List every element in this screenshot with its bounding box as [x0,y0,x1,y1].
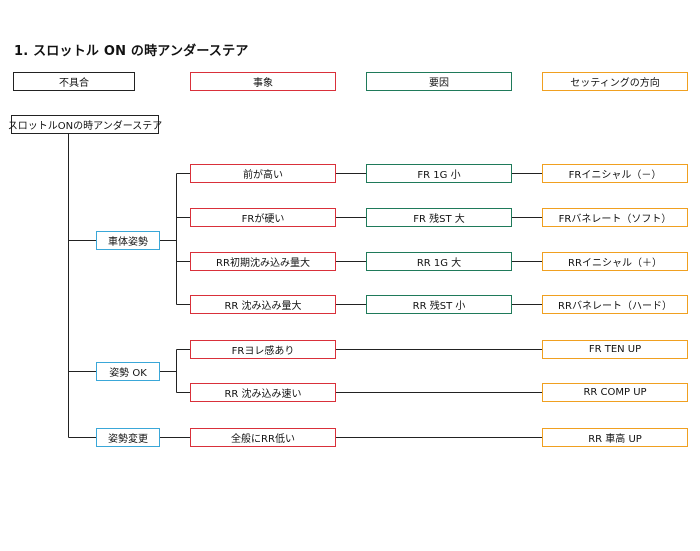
event-node: RR 沈み込み量大 [190,295,336,314]
page-title: 1. スロットル ON の時アンダーステア [14,44,249,59]
legend-fuguai: 不具合 [13,72,135,91]
group-node-shatai: 車体姿勢 [96,231,160,250]
direction-node: FRバネレート（ソフト） [542,208,688,227]
legend-hoko: セッティングの方向 [542,72,688,91]
event-node: RR初期沈み込み量大 [190,252,336,271]
event-node: FRが硬い [190,208,336,227]
direction-node: FR TEN UP [542,340,688,359]
cause-node: RR 残ST 小 [366,295,512,314]
direction-node: RRイニシャル（＋） [542,252,688,271]
event-node: 全般にRR低い [190,428,336,447]
cause-node: FR 1G 小 [366,164,512,183]
direction-node: RR COMP UP [542,383,688,402]
direction-node: RR 車高 UP [542,428,688,447]
cause-node: FR 残ST 大 [366,208,512,227]
cause-node: RR 1G 大 [366,252,512,271]
direction-node: FRイニシャル（－） [542,164,688,183]
legend-jisho: 事象 [190,72,336,91]
root-node: スロットルONの時アンダーステア [8,115,162,134]
direction-node: RRバネレート（ハード） [542,295,688,314]
event-node: 前が高い [190,164,336,183]
group-node-shisei-ok: 姿勢 OK [96,362,160,381]
group-node-shisei-henko: 姿勢変更 [96,428,160,447]
event-node: RR 沈み込み速い [190,383,336,402]
legend-yoin: 要因 [366,72,512,91]
event-node: FRヨレ感あり [190,340,336,359]
